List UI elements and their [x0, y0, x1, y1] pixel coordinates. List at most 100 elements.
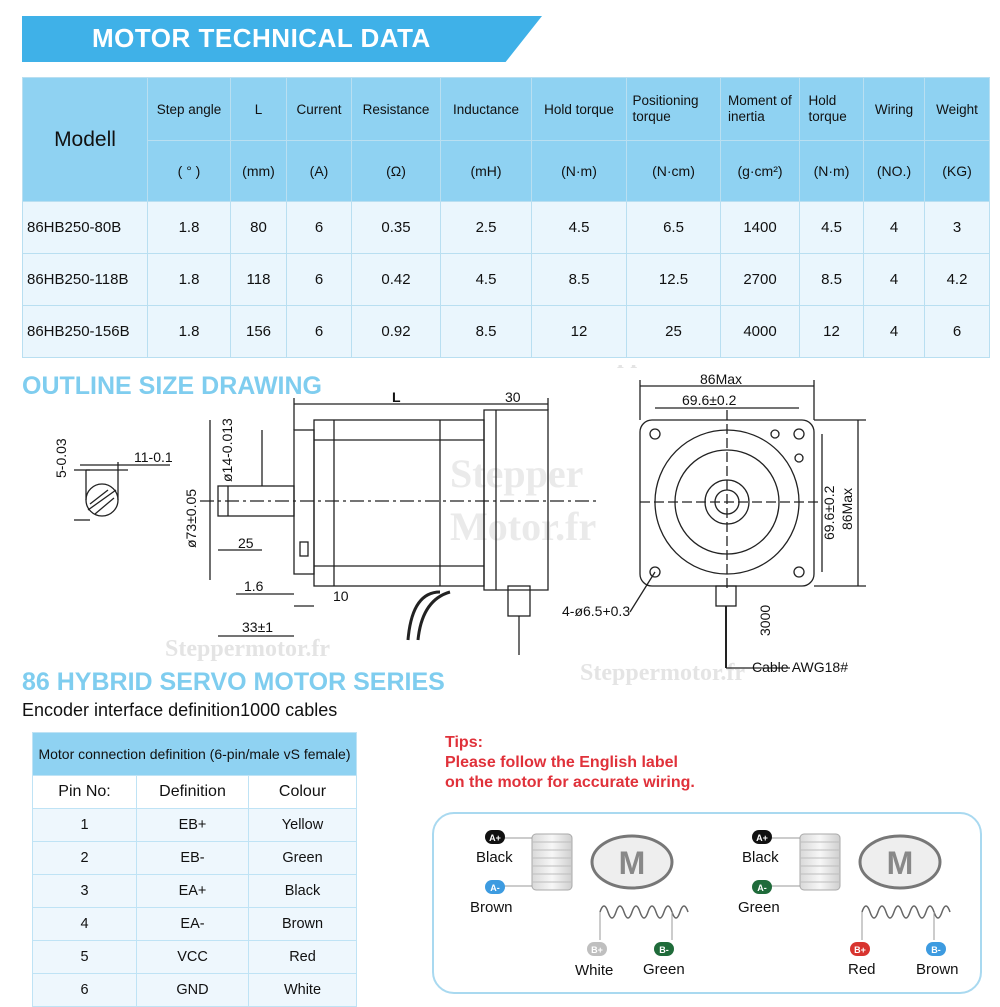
- table-row: 86HB250-156B 1.8 156 6 0.92 8.5 12 25 40…: [22, 305, 990, 358]
- pin-definition: EA+: [136, 874, 249, 908]
- table-cell: 4.5: [440, 253, 532, 306]
- table-row: 3 EA+ Black: [32, 874, 357, 908]
- pin-colour: Black: [248, 874, 357, 908]
- model-name: 86HB250-118B: [22, 253, 148, 306]
- series-subtitle: Encoder interface definition1000 cables: [22, 700, 338, 720]
- dim-pilot: ø73±0.05: [183, 489, 199, 548]
- pin-definition: GND: [136, 973, 249, 1007]
- badge-b-plus-text: B+: [854, 945, 866, 955]
- table-cell: 4000: [720, 305, 800, 358]
- dim-key-width: 11-0.1: [134, 449, 173, 465]
- pin-number: 6: [32, 973, 137, 1007]
- col-unit: (N·cm): [626, 140, 721, 202]
- col-header: Current: [296, 101, 342, 117]
- dim-key-height: 5-0.03: [53, 438, 69, 478]
- table-cell: 0.92: [351, 305, 441, 358]
- wire-label: Brown: [916, 961, 959, 978]
- tech-header-row: Modell Step angle L Current Resistance I…: [22, 77, 990, 202]
- table-row: 5 VCC Red: [32, 940, 357, 974]
- table-cell: 2.5: [440, 201, 532, 254]
- wiring-diagram-left: M A+ Black A- Brown B+ White B- Green: [470, 830, 689, 979]
- table-cell: 6: [286, 253, 352, 306]
- badge-a-minus: [752, 880, 772, 894]
- dim-shaft: ø14-0.013: [219, 418, 235, 482]
- header-banner: [22, 16, 542, 62]
- table-cell: 8.5: [440, 305, 532, 358]
- pin-definition: VCC: [136, 940, 249, 974]
- watermark-text: Stepper: [450, 451, 583, 496]
- wire-label: White: [575, 962, 613, 979]
- badge-b-plus-text: B+: [591, 945, 603, 955]
- dim-30: 30: [505, 389, 521, 405]
- motor-icon: [858, 834, 942, 890]
- pin-col-header: Pin No:: [32, 775, 137, 809]
- watermark-text: Steppermotor.fr: [585, 365, 750, 369]
- table-cell: 1.8: [147, 201, 231, 254]
- series-title: 86 HYBRID SERVO MOTOR SERIES: [22, 668, 445, 696]
- table-cell: 4.5: [531, 201, 627, 254]
- model-name: 86HB250-156B: [22, 305, 148, 358]
- motor-icon: [590, 834, 674, 890]
- wire-label: Black: [742, 849, 779, 866]
- coil-b-icon: [599, 905, 689, 919]
- table-cell: 6: [286, 305, 352, 358]
- side-dimensions: L 30 5-0.03 11-0.1 ø14-0.013 ø73±0.05 25…: [53, 389, 521, 635]
- dim-1.6: 1.6: [244, 578, 264, 594]
- pin-definition: EB-: [136, 841, 249, 875]
- table-cell: 6: [286, 201, 352, 254]
- table-row: 1 EB+ Yellow: [32, 808, 357, 842]
- watermark-text: Steppermotor.fr: [165, 636, 330, 662]
- coil-a-icon: [799, 833, 841, 891]
- pin-colour: White: [248, 973, 357, 1007]
- col-header: Weight: [936, 101, 978, 117]
- badge-b-plus: [850, 942, 870, 956]
- table-cell: 4.5: [799, 201, 864, 254]
- motor-symbol: M: [887, 845, 914, 881]
- front-view: [629, 380, 866, 669]
- tech-data-table: Modell Step angle L Current Resistance I…: [22, 77, 990, 358]
- badge-b-minus: [926, 942, 946, 956]
- table-cell: 8.5: [799, 253, 864, 306]
- model-name: 86HB250-80B: [22, 201, 148, 254]
- badge-b-minus-text: B-: [931, 945, 941, 955]
- watermark-text: Steppermotor.fr: [580, 660, 745, 685]
- pin-number: 4: [32, 907, 137, 941]
- wiring-diagrams: M A+ Black A- Brown B+ White B- Green M: [470, 830, 959, 979]
- dim-33: 33±1: [242, 619, 273, 635]
- table-cell: 4: [863, 305, 925, 358]
- col-unit: (mm): [230, 140, 287, 202]
- tech-unit-row: ( ° ) (mm) (A) (Ω) (mH) (N·m) (N·cm) (g·…: [22, 140, 990, 202]
- badge-a-minus-text: A-: [490, 883, 500, 893]
- badge-b-plus: [587, 942, 607, 956]
- table-row: 6 GND White: [32, 973, 357, 1007]
- table-cell: 4.2: [924, 253, 990, 306]
- col-header: Hold torque: [808, 93, 847, 124]
- col-unit: ( ° ): [147, 140, 231, 202]
- table-row: 86HB250-80B 1.8 80 6 0.35 2.5 4.5 6.5 14…: [22, 201, 990, 254]
- table-cell: 118: [230, 253, 287, 306]
- model-header: Modell: [22, 77, 148, 202]
- motor-symbol: M: [619, 845, 646, 881]
- table-row: 4 EA- Brown: [32, 907, 357, 941]
- coil-a-windings: [800, 841, 840, 883]
- pin-number: 5: [32, 940, 137, 974]
- badge-a-minus-text: A-: [757, 883, 767, 893]
- table-cell: 12: [531, 305, 627, 358]
- dim-10: 10: [333, 588, 349, 604]
- col-header: L: [254, 101, 263, 117]
- table-cell: 0.42: [351, 253, 441, 306]
- badge-b-minus-text: B-: [659, 945, 669, 955]
- col-header: Resistance: [362, 101, 430, 117]
- badge-a-plus-text: A+: [756, 833, 768, 843]
- badge-a-minus: [485, 880, 505, 894]
- table-cell: 2700: [720, 253, 800, 306]
- col-unit: (g·cm²): [720, 140, 800, 202]
- dim-69.6-side: 69.6±0.2: [821, 485, 837, 540]
- pin-col-header: Definition: [136, 775, 249, 809]
- dim-86-side: 86Max: [839, 488, 855, 530]
- table-row: 2 EB- Green: [32, 841, 357, 875]
- col-unit: (NO.): [863, 140, 925, 202]
- tips-label: Tips:: [445, 734, 483, 751]
- col-unit: (KG): [924, 140, 990, 202]
- table-cell: 1.8: [147, 253, 231, 306]
